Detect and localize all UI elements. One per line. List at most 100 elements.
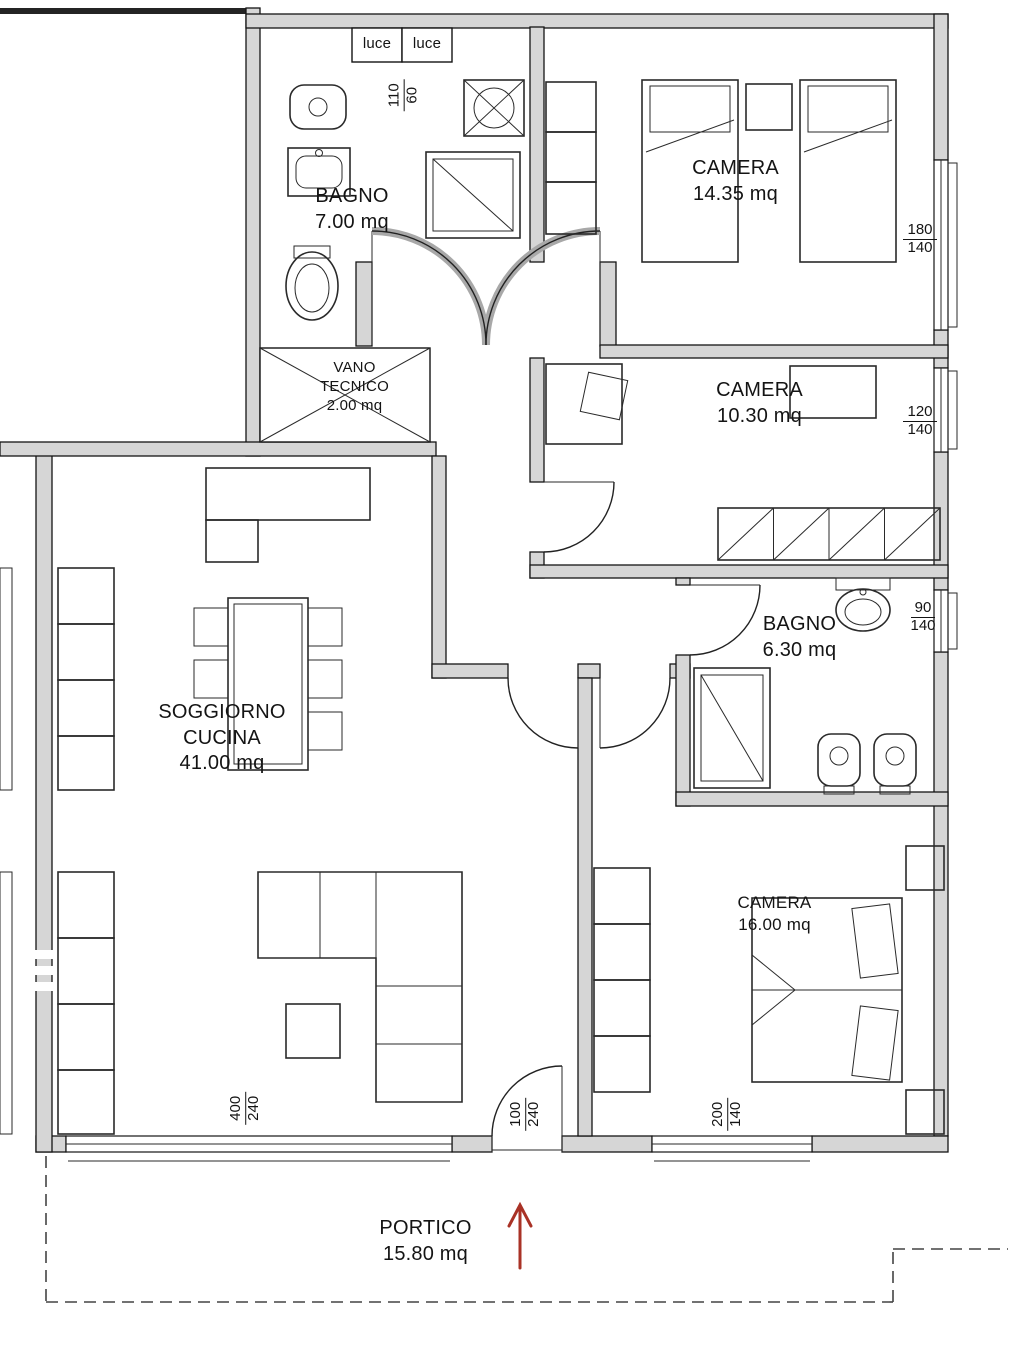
double-bed — [751, 897, 903, 1083]
camera1-furniture — [545, 79, 897, 263]
room-label-camera1: CAMERA 14.35 mq — [658, 156, 813, 207]
chair-camera2 — [579, 371, 629, 421]
room-name: BAGNO — [762, 613, 837, 635]
dim-width: 400 — [228, 1091, 247, 1125]
room-name: VANO — [333, 359, 376, 376]
room-area: 10.30 mq — [717, 404, 802, 427]
dim-width: 180 — [903, 221, 937, 240]
sink-icon — [287, 147, 351, 197]
bagno1-fixtures — [285, 79, 525, 321]
single-bed-left — [641, 79, 739, 263]
coffee-table — [285, 1003, 341, 1059]
room-label-bagno2: BAGNO 6.30 mq — [742, 612, 857, 663]
nightstand-bottom — [905, 1089, 945, 1135]
dim-width: 100 — [508, 1097, 527, 1131]
dim-height: 60 — [403, 86, 421, 104]
dim-width: 120 — [903, 403, 937, 422]
toilet-icon — [285, 245, 339, 321]
room-area: 14.35 mq — [693, 182, 778, 205]
nightstand-top — [905, 845, 945, 891]
sink2-icon — [835, 577, 891, 632]
dining-table — [193, 597, 343, 771]
vano-tecnico-box — [259, 347, 431, 443]
exterior-walls — [0, 7, 949, 1153]
room-area: 7.00 mq — [315, 210, 389, 233]
dim-entrance-100x240: 100 240 — [494, 1086, 558, 1142]
room-name: PORTICO — [379, 1217, 472, 1239]
room-label-portico: PORTICO 15.80 mq — [348, 1216, 503, 1267]
door-soggiorno — [507, 677, 579, 749]
room-label-vano-tecnico: VANO TECNICO 2.00 mq — [297, 358, 412, 416]
dresser-camera2 — [789, 365, 877, 419]
entrance-arrow-icon — [507, 1201, 533, 1270]
dim-window-200x140: 200 140 — [696, 1086, 760, 1142]
chair — [193, 607, 229, 647]
dim-width: 110 — [386, 79, 405, 111]
room-area: 41.00 mq — [179, 752, 265, 775]
interior-walls — [35, 26, 949, 1137]
sofa — [257, 871, 463, 1103]
desk-camera2 — [545, 363, 623, 445]
double-arch-door — [371, 227, 601, 346]
kitchen-counter — [205, 467, 371, 563]
dim-width: 200 — [710, 1097, 729, 1131]
bidet-icon — [289, 84, 347, 130]
nightstand-camera1 — [745, 83, 793, 131]
chair — [307, 659, 343, 699]
single-bed-right — [799, 79, 897, 263]
wardrobe-camera2 — [717, 507, 941, 561]
room-area: 2.00 mq — [326, 397, 383, 415]
camera2-furniture — [545, 363, 941, 561]
light-shaft — [351, 27, 453, 63]
shaft-label-right: luce — [402, 34, 452, 53]
dim-door-400x240: 400 240 — [214, 1080, 278, 1136]
bagno2-fixtures — [693, 577, 917, 795]
door-camera3 — [599, 677, 671, 749]
windows — [65, 159, 958, 1162]
room-area: 16.00 mq — [738, 914, 811, 934]
dim-window-180x140: 180 140 — [894, 216, 946, 262]
dim-height: 240 — [525, 1101, 543, 1127]
door-camera2 — [543, 481, 615, 553]
shower2-icon — [693, 667, 771, 789]
portico-boundary — [45, 1156, 1008, 1303]
chair — [307, 607, 343, 647]
room-name: CUCINA — [183, 726, 261, 749]
dim-height: 140 — [910, 616, 936, 634]
room-name: TECNICO — [320, 378, 389, 396]
dim-window-90x140: 90 140 — [898, 594, 948, 640]
wardrobe-camera3 — [593, 867, 651, 1093]
room-label-bagno1: BAGNO 7.00 mq — [292, 184, 412, 235]
chair — [307, 711, 343, 751]
chair — [193, 659, 229, 699]
room-area: 6.30 mq — [762, 638, 837, 661]
shaft-label-left: luce — [352, 34, 402, 53]
left-closets — [57, 567, 115, 1135]
room-label-soggiorno: SOGGIORNO CUCINA 41.00 mq — [138, 700, 306, 777]
dim-height: 140 — [907, 420, 933, 438]
shaft-cell-text: luce — [362, 35, 392, 52]
wardrobe-camera1 — [545, 81, 597, 235]
door-bagno2 — [689, 584, 761, 656]
room-name: CAMERA — [737, 893, 812, 912]
room-area: 15.80 mq — [383, 1242, 468, 1265]
dim-height: 140 — [727, 1101, 745, 1127]
dim-height: 140 — [907, 238, 933, 256]
camera3-furniture — [593, 845, 945, 1135]
shower-box-icon — [425, 151, 521, 239]
room-label-camera3: CAMERA 16.00 mq — [712, 892, 837, 936]
toilet2-icon — [817, 733, 861, 795]
shaft-cell-text: luce — [412, 35, 442, 52]
door-entrance — [491, 1065, 563, 1137]
room-label-camera2: CAMERA 10.30 mq — [692, 378, 827, 429]
dim-window-120x140: 120 140 — [894, 398, 946, 444]
dim-shaft-110x60: 110 60 — [374, 66, 434, 124]
bidet2-icon — [873, 733, 917, 795]
shower-tray-icon — [463, 79, 525, 137]
room-name: BAGNO — [315, 185, 389, 207]
dim-width: 90 — [910, 599, 936, 618]
room-name: SOGGIORNO — [158, 701, 286, 723]
room-name: CAMERA — [716, 379, 803, 401]
